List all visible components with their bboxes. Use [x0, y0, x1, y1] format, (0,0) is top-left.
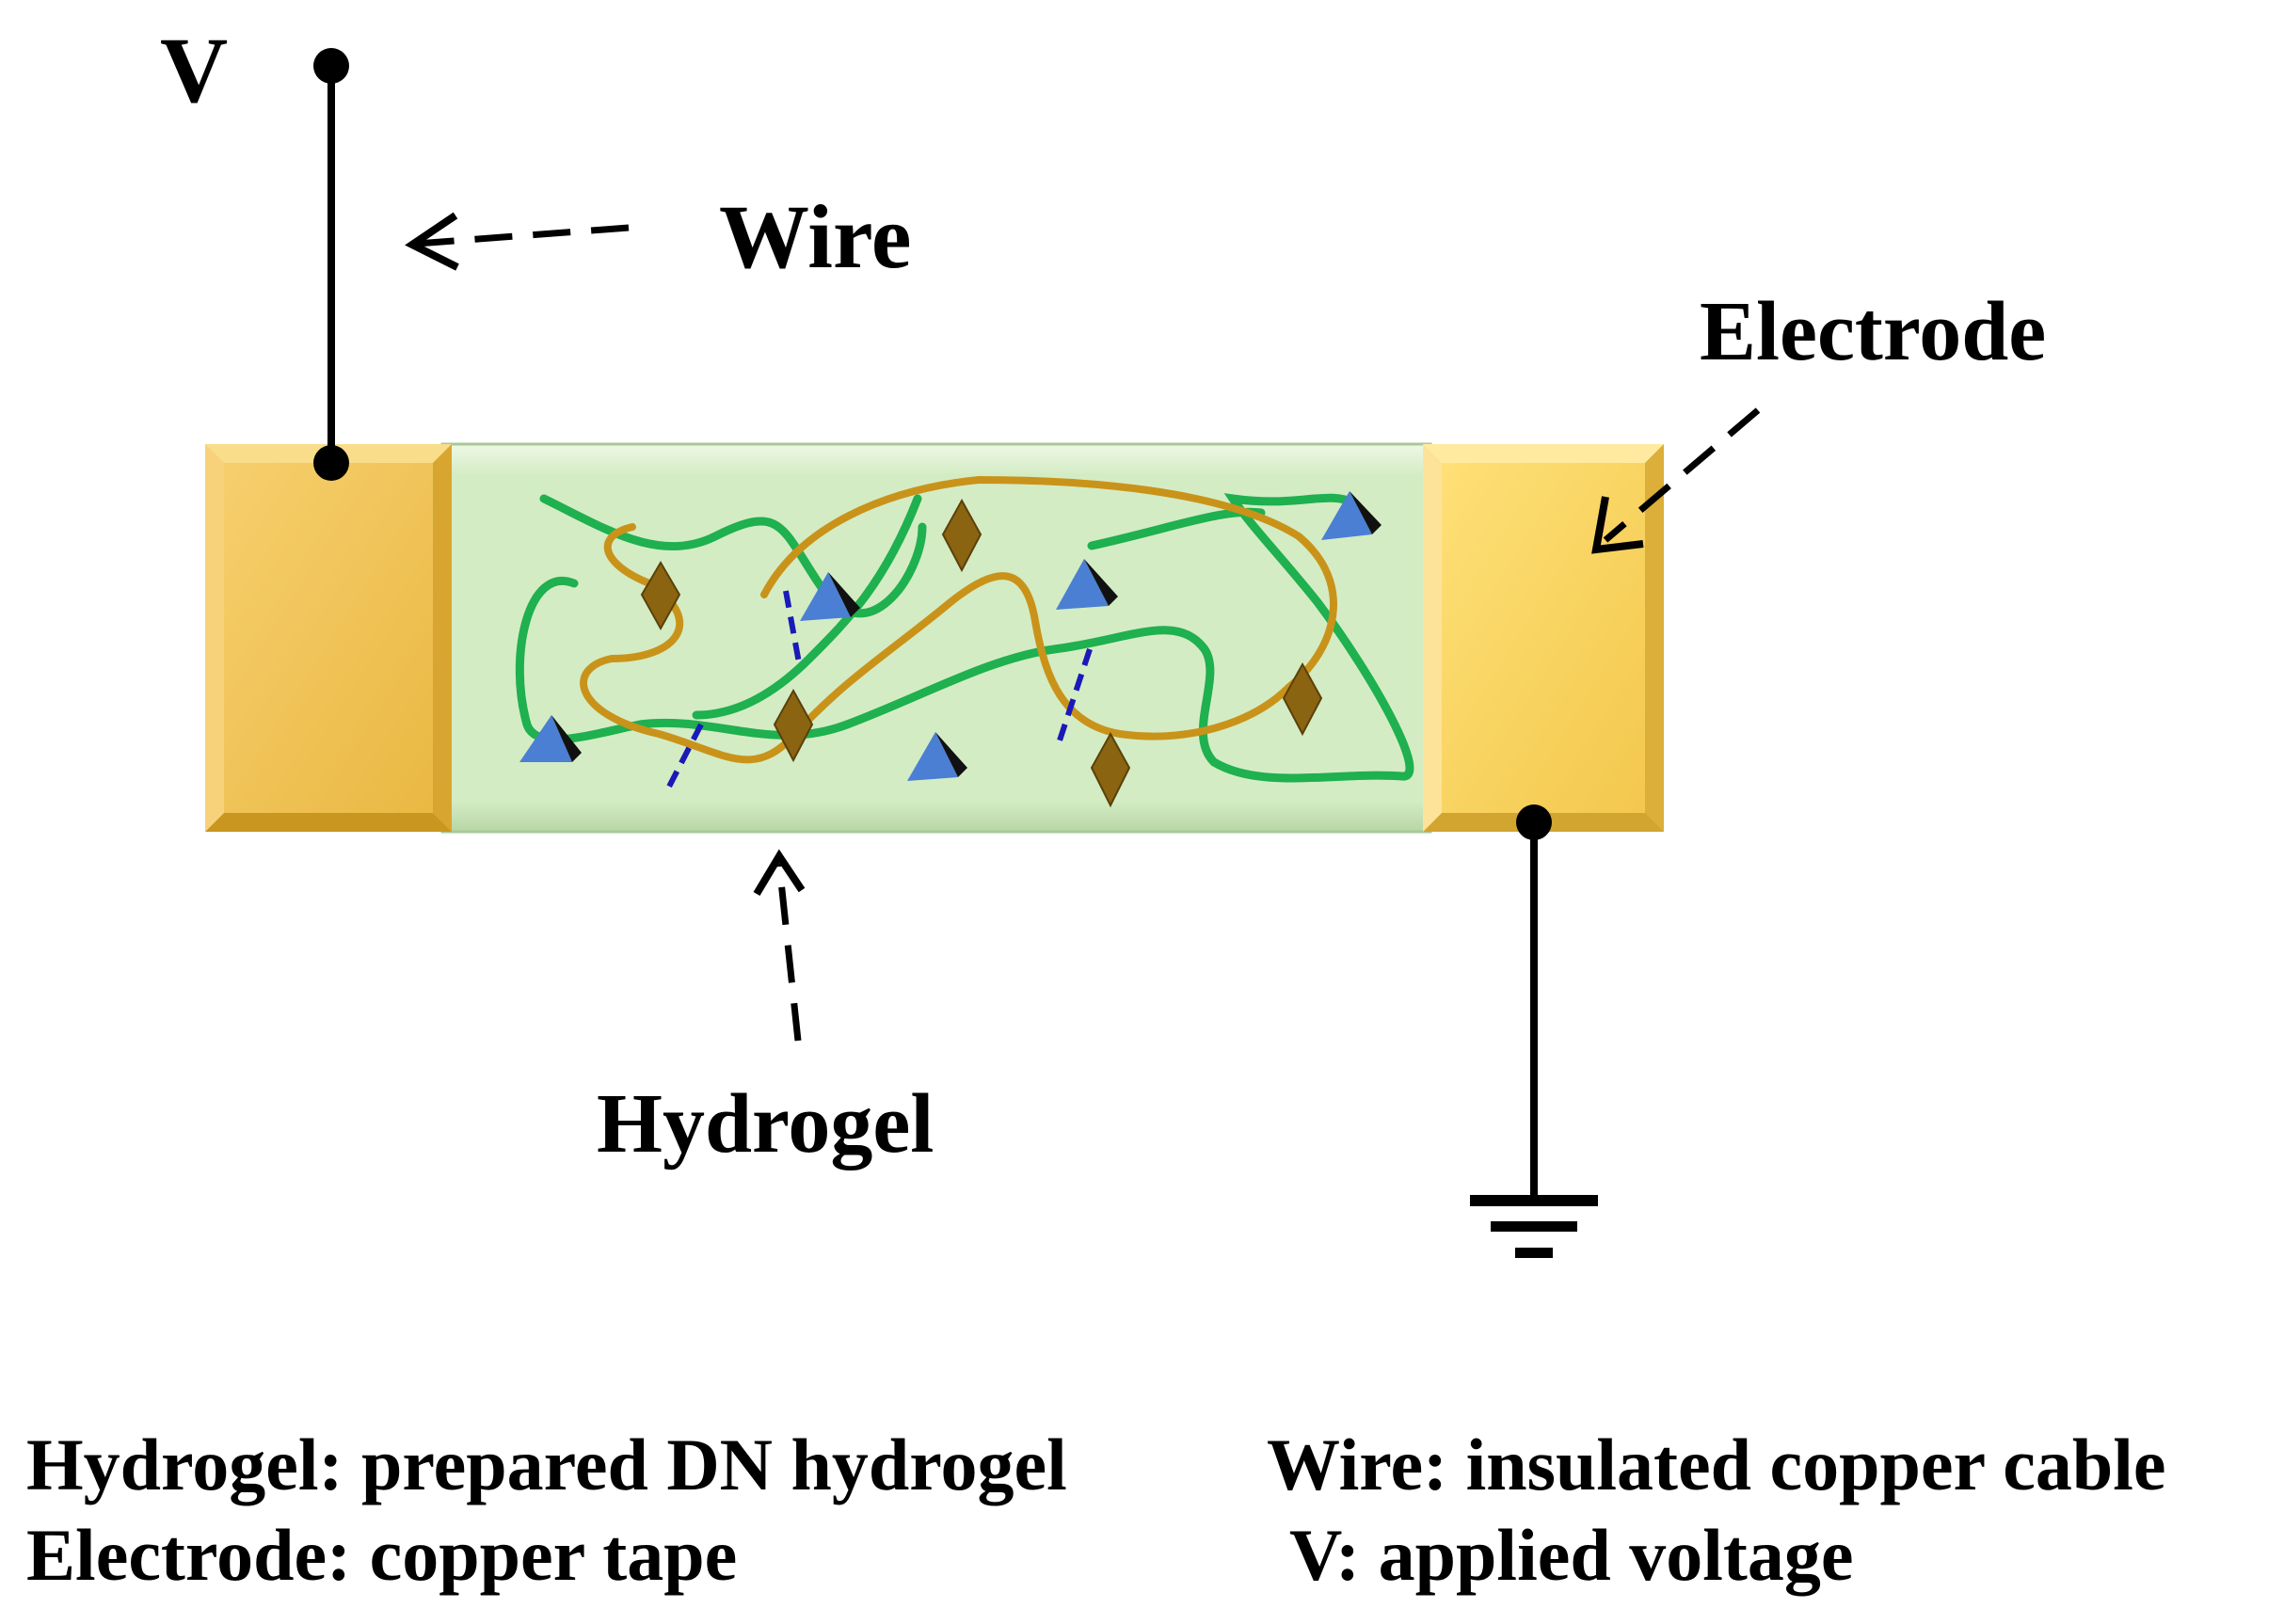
ion-triangle	[800, 572, 860, 621]
legend-hydrogel: Hydrogel: prepared DN hydrogel	[26, 1424, 1067, 1505]
ion-triangle	[1321, 491, 1382, 540]
diamond-particle	[941, 498, 982, 573]
legend-electrode: Electrode: copper tape	[26, 1514, 738, 1596]
diamond-particle	[773, 688, 814, 763]
ion-triangle	[519, 715, 582, 762]
polymer-network	[515, 475, 1414, 783]
green-polymer-chain	[539, 494, 927, 618]
legend-wire: Wire: insulated copper cable	[1267, 1424, 2166, 1505]
ion-triangle	[907, 732, 967, 781]
crosslinks	[665, 590, 1093, 790]
crosslink-bond	[665, 723, 704, 790]
wire-terminal-top	[313, 48, 349, 84]
left-electrode	[205, 444, 452, 832]
ground-symbol	[1470, 1195, 1598, 1258]
diamond-particle	[640, 561, 681, 631]
crosslink-bond	[783, 590, 803, 669]
legend-voltage: V: applied voltage	[1289, 1514, 1854, 1596]
hydrogel-label: Hydrogel	[597, 1077, 934, 1170]
green-polymer-chain	[515, 493, 1414, 783]
ions	[519, 491, 1382, 781]
wire-label: Wire	[719, 186, 911, 287]
gold-polymer-chain	[580, 475, 1337, 764]
voltage-label: V	[160, 18, 228, 122]
diamond-particle	[1090, 731, 1131, 808]
crosslink-bond	[1056, 648, 1093, 744]
diamond-particles	[640, 498, 1323, 808]
electrode-arrow	[1591, 407, 1761, 554]
green-polymer-chain	[692, 494, 922, 720]
wire-terminal-electrode	[313, 445, 349, 481]
diamond-particle	[1282, 661, 1323, 737]
voltage-wire	[313, 48, 349, 481]
right-electrode	[1423, 444, 1664, 832]
wire-arrow	[405, 212, 630, 271]
electrode-label: Electrode	[1700, 285, 2046, 378]
hydrogel-arrow	[753, 849, 806, 1042]
ion-triangle	[1056, 559, 1118, 610]
ground-wire-terminal	[1516, 804, 1552, 840]
ground-wire	[1516, 804, 1552, 1202]
